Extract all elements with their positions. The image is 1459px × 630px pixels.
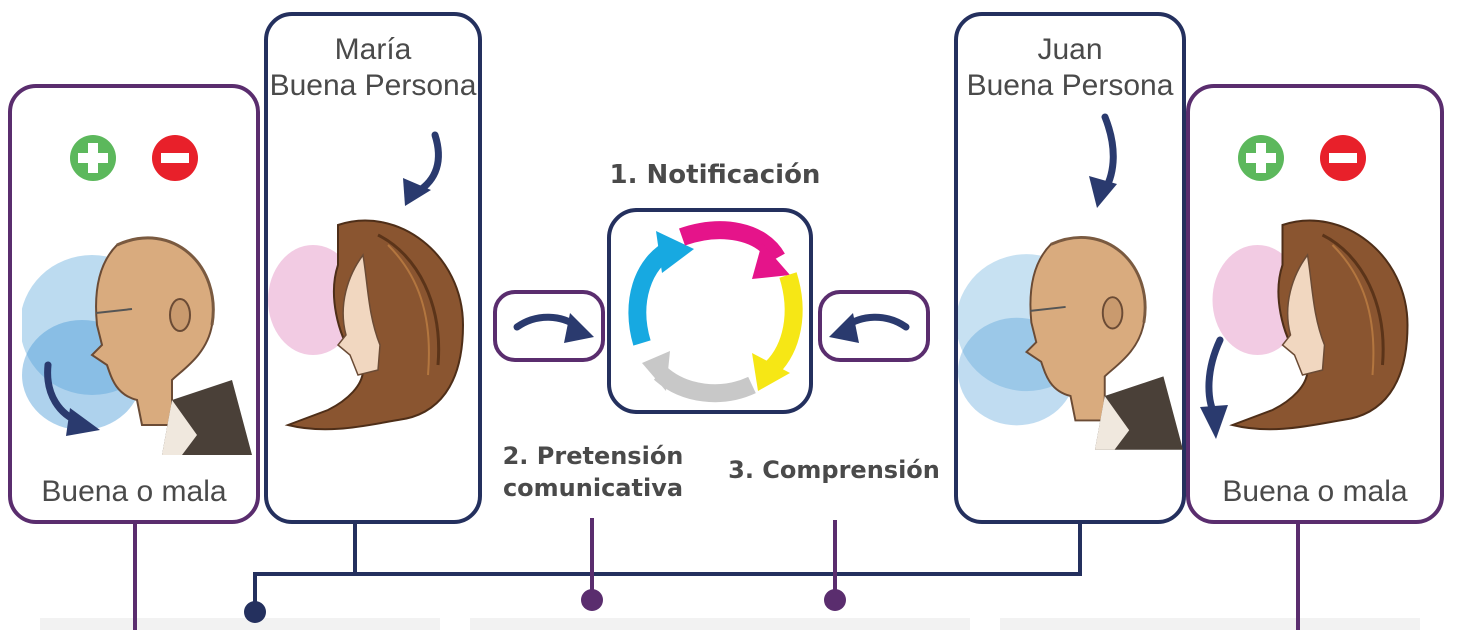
- bald-man-portrait: [22, 236, 252, 455]
- right-judgment-label: Buena o mala: [1222, 475, 1408, 508]
- step-pretension-line1: 2. Pretensión: [502, 442, 684, 470]
- curved-arrow-icon: [1200, 336, 1228, 439]
- footer-band-left: [40, 618, 440, 630]
- minus-icon: [152, 135, 198, 181]
- curved-arrow-icon: [1089, 113, 1117, 208]
- right-judgment-box: [1186, 84, 1444, 524]
- left-arrow-box: [493, 290, 605, 362]
- maria-box: [264, 12, 482, 524]
- long-hair-woman-portrait: [268, 219, 465, 431]
- left-judgment-box: [8, 84, 260, 524]
- curved-arrow-icon: [829, 313, 910, 343]
- juan-box: [954, 12, 1186, 524]
- footer-band-right: [1000, 618, 1420, 630]
- bald-man-portrait: [958, 236, 1183, 450]
- juan-name: Juan Buena Persona: [954, 32, 1186, 104]
- step-notification: 1. Notificación: [609, 160, 821, 190]
- plus-icon: [70, 135, 116, 181]
- curved-arrow-icon: [513, 313, 594, 343]
- long-hair-woman-portrait: [1212, 219, 1409, 431]
- minus-icon: [1320, 135, 1366, 181]
- curved-arrow-icon: [44, 361, 100, 436]
- maria-name: María Buena Persona: [264, 32, 482, 104]
- right-arrow-box: [818, 290, 930, 362]
- step-pretension-line2: comunicativa: [502, 474, 684, 502]
- maria-name-line2: Buena Persona: [269, 69, 477, 102]
- juan-name-line2: Buena Persona: [966, 69, 1174, 102]
- maria-name-line1: María: [334, 33, 412, 66]
- cycle-box: [607, 208, 813, 414]
- cycle-arrows-icon: [628, 221, 803, 403]
- juan-name-line1: Juan: [1037, 33, 1103, 66]
- step-comprehension: 3. Comprensión: [728, 456, 940, 484]
- curved-arrow-icon: [403, 131, 442, 206]
- step-pretension: 2. Pretensión comunicativa: [480, 440, 706, 504]
- left-judgment-label: Buena o mala: [41, 475, 227, 508]
- footer-band-center: [470, 618, 970, 630]
- plus-icon: [1238, 135, 1284, 181]
